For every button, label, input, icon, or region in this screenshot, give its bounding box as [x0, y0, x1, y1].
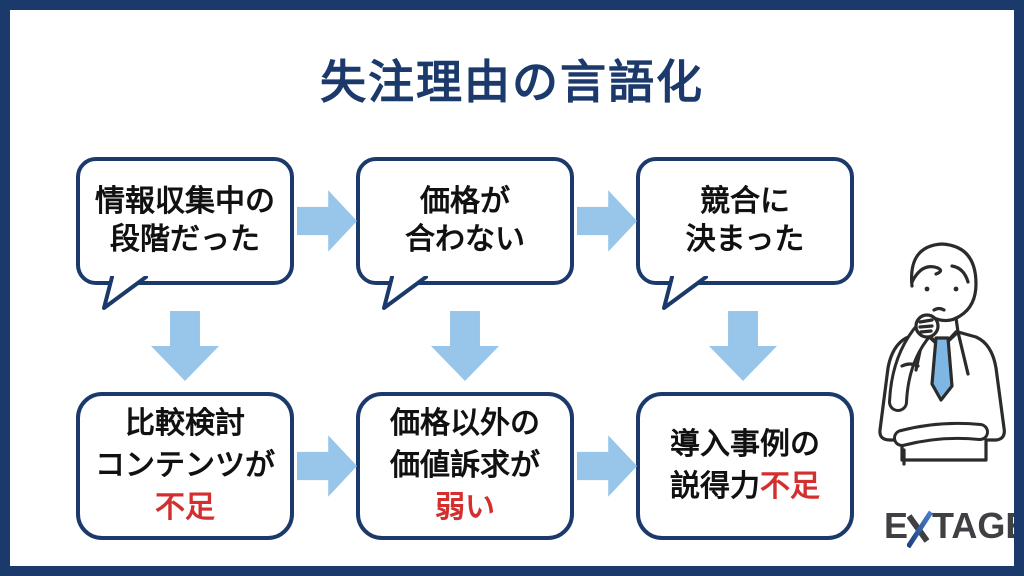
reason-bubble-price: 価格が合わない	[356, 157, 574, 310]
logo-text-post: TAGE	[932, 505, 1024, 546]
reason-bubble-competitor: 競合に決まった	[636, 157, 854, 310]
speech-tail-icon	[382, 276, 428, 310]
diagnosis-box-text: 比較検討コンテンツが不足	[95, 407, 275, 524]
flow-arrow-down-icon	[151, 311, 219, 381]
diagnosis-box-value-proposition: 価格以外の価値訴求が弱い	[356, 392, 574, 540]
reason-bubble-text: 価格が合わない	[405, 185, 525, 256]
diagnosis-box-case-studies: 導入事例の説得力不足	[636, 392, 854, 540]
logo-text-pre: E	[884, 505, 909, 546]
flow-arrow-right-icon	[297, 435, 357, 497]
flow-arrow-down-icon	[431, 311, 499, 381]
speech-tail-icon	[102, 276, 148, 310]
page-title: 失注理由の言語化	[320, 56, 704, 108]
reason-bubble-text: 情報収集中の段階だった	[95, 185, 275, 256]
flow-arrow-down-icon	[709, 311, 777, 381]
reason-bubble-info-gathering: 情報収集中の段階だった	[76, 157, 294, 310]
logo-x-icon	[907, 510, 934, 548]
diagnosis-box-text: 価格以外の価値訴求が弱い	[390, 407, 540, 524]
extage-logo: E TAGE	[884, 505, 1024, 548]
diagnosis-box-comparison-content: 比較検討コンテンツが不足	[76, 392, 294, 540]
diagnosis-box-text: 導入事例の説得力不足	[670, 428, 820, 503]
thinking-person-illustration	[878, 242, 1006, 466]
reason-bubble-text: 競合に決まった	[685, 185, 805, 256]
flow-arrow-right-icon	[577, 435, 637, 497]
speech-tail-icon	[662, 276, 708, 310]
flow-arrow-right-icon	[297, 190, 357, 252]
flow-arrow-right-icon	[577, 190, 637, 252]
